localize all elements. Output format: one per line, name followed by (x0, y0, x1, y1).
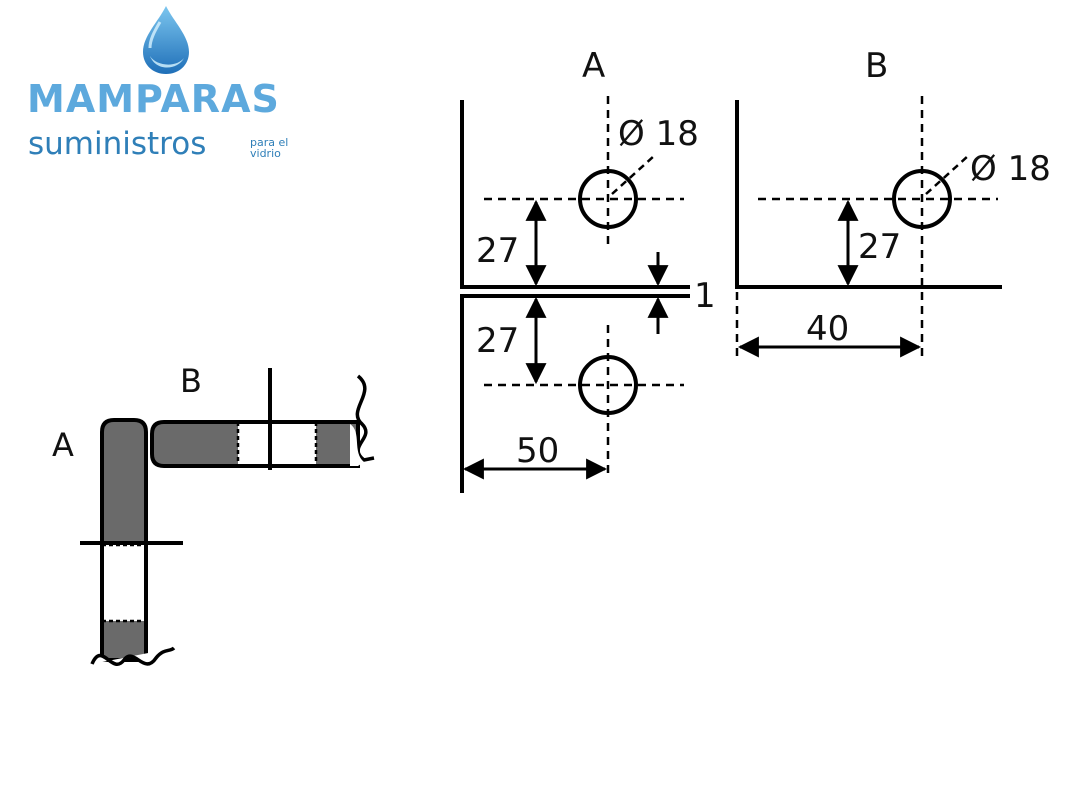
break-line-a (90, 646, 176, 666)
sketch-label-a: A (52, 426, 74, 464)
panel-b-diameter: Ø 18 (970, 149, 1051, 189)
brand-subtitle: suministros (28, 126, 207, 162)
panel-b-offset: 27 (858, 227, 901, 267)
panel-b-width: 40 (806, 309, 849, 349)
brand-tagline: para el vidrio (250, 137, 288, 159)
panel-a-diameter: Ø 18 (618, 114, 699, 154)
panel-a: A Ø 18 27 27 1 50 (460, 46, 716, 493)
brand-logo: MAMPARAS suministros para el vidrio (0, 0, 330, 175)
water-drop-icon (143, 6, 189, 74)
panel-a-offset-top: 27 (476, 231, 519, 271)
panel-a-width: 50 (516, 431, 559, 471)
panel-a-title: A (582, 46, 605, 86)
panel-b-hole (892, 169, 952, 229)
panel-a-offset-bottom: 27 (476, 321, 519, 361)
corner-sketch: A B (52, 362, 375, 666)
brand-tagline-line2: vidrio (250, 147, 281, 160)
sketch-label-b: B (180, 362, 202, 400)
break-line-b (355, 374, 375, 462)
profile-a (100, 418, 148, 662)
brand-name: MAMPARAS (27, 77, 280, 121)
panel-a-gap: 1 (694, 276, 716, 316)
panel-b: B Ø 18 27 40 (735, 46, 1051, 358)
panel-a-hole-top (578, 169, 638, 229)
brand-tagline-line1: para el (250, 136, 289, 149)
panel-b-title: B (865, 46, 888, 86)
profile-a-cutout (102, 545, 146, 621)
panel-a-hole-bottom (578, 355, 638, 415)
profile-b-cutout (238, 422, 316, 466)
